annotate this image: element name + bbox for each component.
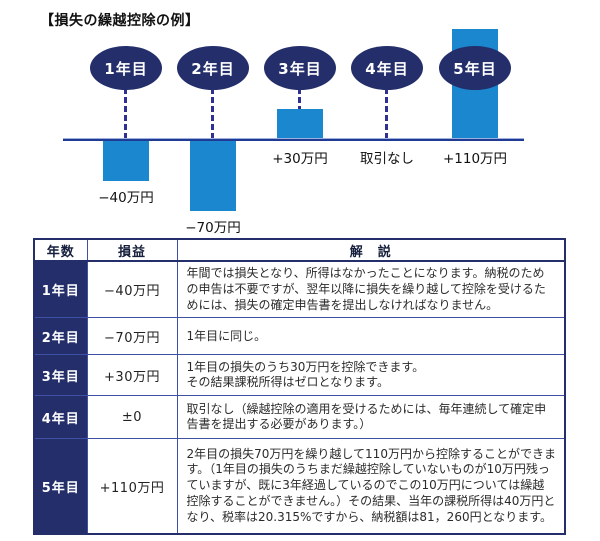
zero-axis-line [63,138,524,141]
year-cell: 4年目 [33,395,88,440]
explanation-cell: 2年目の損失70万円を繰り越して110万円から控除することができます。（1年目の… [176,438,566,535]
column-header-profit-loss: 損益 [86,238,178,262]
value-label-4年目: 取引なし [360,151,414,167]
chart-title: 【損失の繰越控除の例】 [40,13,200,29]
explanation-cell: 1年目の損失のうち30万円を控除できます。 その結果課税所得はゼロとなります。 [176,354,566,397]
value-label-2年目: −70万円 [185,220,241,236]
bar-2年目 [190,141,236,211]
year-oval-4: 4年目 [351,46,423,90]
loss-carryforward-chart: 【損失の繰越控除の例】 1年目 −40万円 2年目 −70万円 3年目 +30万円 4年目取… [0,0,600,236]
table-row-1年目: 1年目−40万円年間では損失となり、所得はなかったことになります。納税のための申… [33,260,566,319]
column-header-explanation: 解 説 [176,238,566,262]
dashed-connector [124,88,127,139]
year-oval-2: 2年目 [177,46,249,90]
explanation-cell: 年間では損失となり、所得はなかったことになります。納税のための申告は不要ですが、… [176,260,566,319]
explanation-cell: 1年目に同じ。 [176,317,566,356]
year-cell: 5年目 [33,438,88,535]
value-label-3年目: +30万円 [272,151,328,167]
value-label-1年目: −40万円 [98,190,154,206]
year-oval-3: 3年目 [264,46,336,90]
year-cell: 3年目 [33,354,88,397]
column-header-year: 年数 [33,238,88,262]
year-oval-1: 1年目 [90,46,162,90]
amount-cell: −40万円 [86,260,178,319]
dashed-connector [211,88,214,139]
bar-1年目 [103,141,149,181]
value-label-5年目: +110万円 [442,151,508,167]
bar-3年目 [277,109,323,139]
dashed-connector [385,88,388,139]
amount-cell: +30万円 [86,354,178,397]
year-oval-5: 5年目 [439,46,511,90]
table-header-row: 年数 損益 解 説 [33,238,566,262]
explanation-cell: 取引なし（繰越控除の適用を受けるためには、毎年連続して確定申告書を提出する必要が… [176,395,566,440]
amount-cell: ±0 [86,395,178,440]
amount-cell: −70万円 [86,317,178,356]
loss-summary-table: 年数 損益 解 説 1年目−40万円年間では損失となり、所得はなかったことになり… [33,238,566,535]
amount-cell: +110万円 [86,438,178,535]
year-cell: 1年目 [33,260,88,319]
year-cell: 2年目 [33,317,88,356]
